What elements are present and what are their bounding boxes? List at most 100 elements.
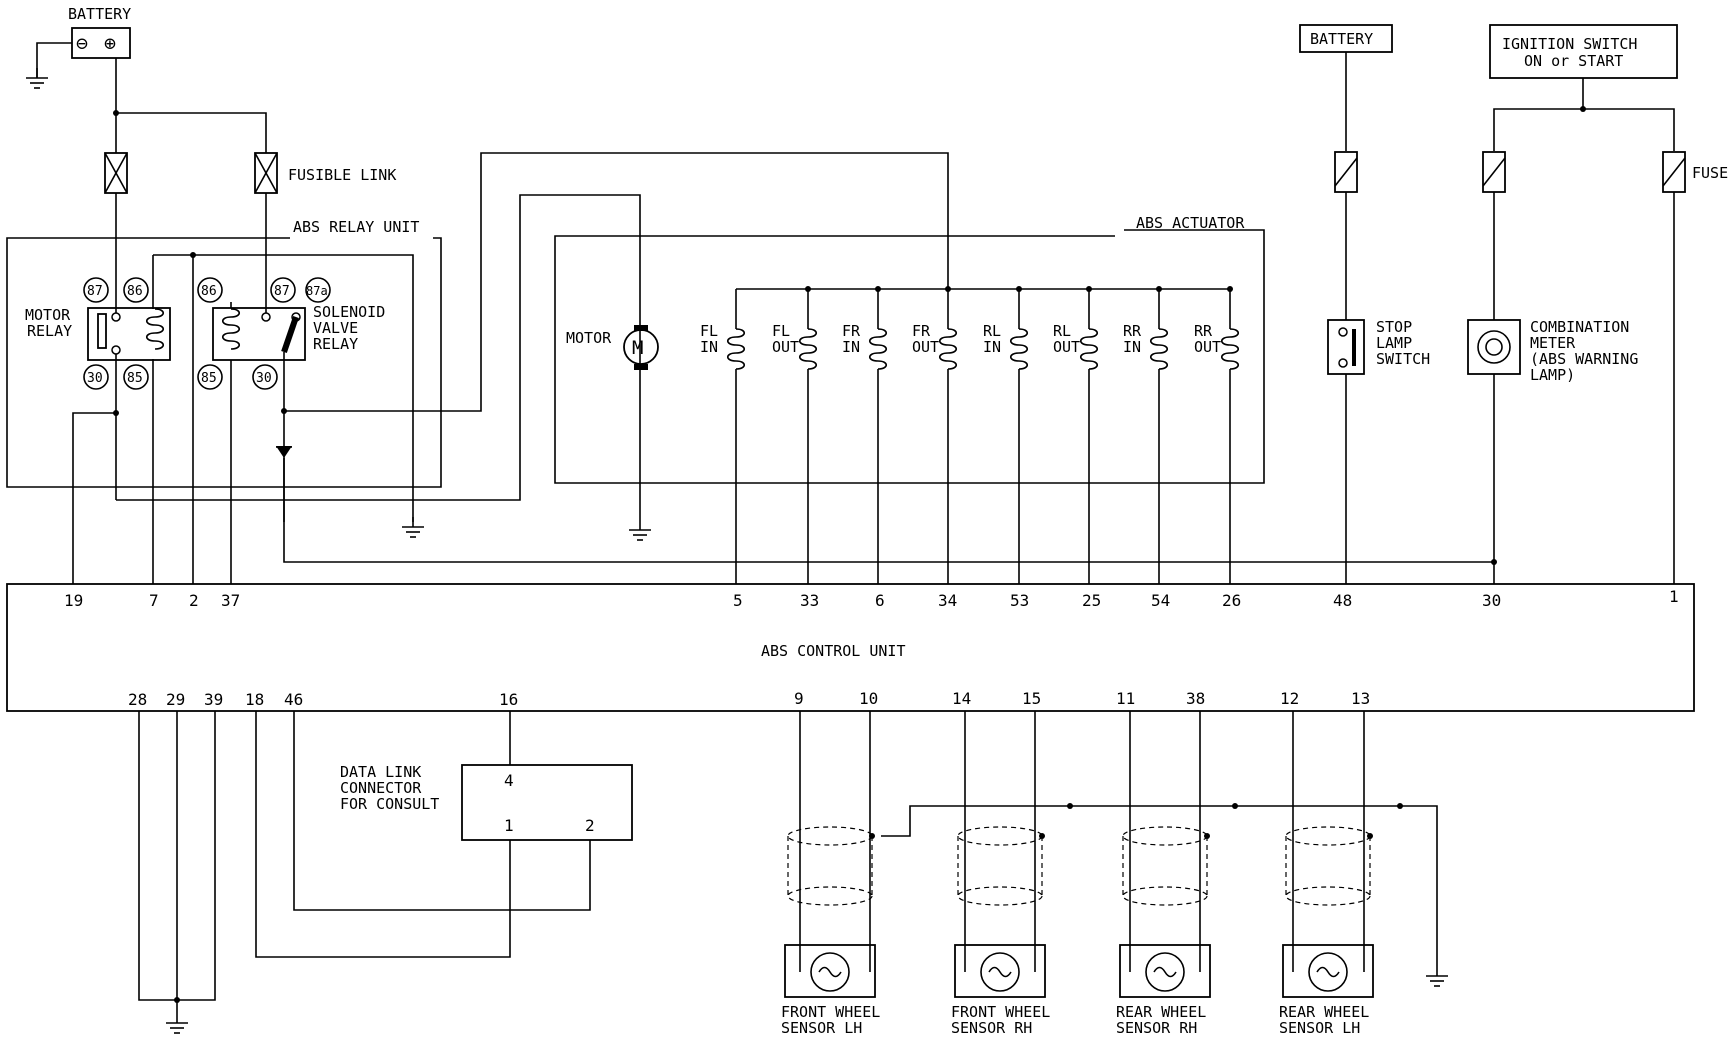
- abs-actuator: ABS ACTUATOR MOTOR M: [554, 214, 1265, 484]
- ecu-pin-18: 18: [245, 690, 264, 709]
- abs-control-unit-label: ABS CONTROL UNIT: [761, 642, 906, 660]
- fusible-link-solenoid-icon: [254, 152, 278, 194]
- ecu-pin-29: 29: [166, 690, 185, 709]
- solenoid-valve-relay: SOLENOID VALVE RELAY 86 87 87a 85 30: [197, 277, 385, 584]
- ecu-pin-13: 13: [1351, 689, 1370, 708]
- abs-relay-unit-label: ABS RELAY UNIT: [293, 218, 419, 236]
- warning-lamp-icon: [1467, 319, 1521, 375]
- combination-meter-label-1: COMBINATION: [1530, 318, 1629, 336]
- ecu-pin-46: 46: [284, 690, 303, 709]
- ignition-label-1: IGNITION SWITCH: [1502, 35, 1637, 53]
- dlc-label-2: CONNECTOR: [340, 779, 422, 797]
- front-wheel-sensor-lh-label-2: SENSOR LH: [781, 1019, 862, 1037]
- solenoid-label: OUT: [1194, 338, 1221, 356]
- dlc-label-1: DATA LINK: [340, 763, 421, 781]
- solenoid-relay-terminal-87a: 87a: [306, 284, 328, 298]
- relay-wiring: [72, 152, 1494, 584]
- battery-right-label: BATTERY: [1310, 30, 1373, 48]
- solenoid-coil-icon: [726, 328, 746, 370]
- data-link-connector: DATA LINK CONNECTOR FOR CONSULT 4 1 2: [255, 711, 633, 958]
- solenoid-label: FL: [700, 322, 718, 340]
- motor-icon: M: [623, 325, 659, 370]
- stop-lamp-label-2: LAMP: [1376, 334, 1412, 352]
- ecu-pin-34: 34: [938, 591, 957, 610]
- dlc-label-3: FOR CONSULT: [340, 795, 439, 813]
- fusible-link-motor-icon: [104, 152, 128, 194]
- solenoid-relay-label-1: SOLENOID: [313, 303, 385, 321]
- motor-label: MOTOR: [566, 329, 612, 347]
- ignition-label-2: ON or START: [1524, 52, 1623, 70]
- ecu-pin-19: 19: [64, 591, 83, 610]
- solenoid-label: FL: [772, 322, 790, 340]
- ecu-pin-53: 53: [1010, 591, 1029, 610]
- combination-meter-fuse-icon: [1482, 151, 1506, 193]
- solenoid-coil-icon: [1149, 328, 1169, 370]
- ground-bundle: [138, 711, 216, 1034]
- stop-lamp-label-1: STOP: [1376, 318, 1412, 336]
- dlc-pin-2: 2: [585, 816, 595, 835]
- motor-symbol: M: [632, 337, 643, 359]
- wheel-sensor-icon: [1119, 944, 1211, 998]
- solenoid-relay-terminal-87: 87: [274, 284, 290, 299]
- ecu-pin-1: 1: [1669, 587, 1679, 606]
- battery-minus-icon: ⊖: [76, 31, 88, 55]
- solenoid-label: IN: [700, 338, 718, 356]
- ecu-pin-12: 12: [1280, 689, 1299, 708]
- ecu-pin-10: 10: [859, 689, 878, 708]
- ecu-pin-11: 11: [1116, 689, 1135, 708]
- solenoid-relay-label-3: RELAY: [313, 335, 358, 353]
- solenoid-label: FR: [842, 322, 861, 340]
- ecu-pin-28: 28: [128, 690, 147, 709]
- solenoid-label: IN: [1123, 338, 1141, 356]
- ecu-pin-14: 14: [952, 689, 971, 708]
- ecu-pin-16: 16: [499, 690, 518, 709]
- ecu-pin-6: 6: [875, 591, 885, 610]
- solenoid-label: OUT: [1053, 338, 1080, 356]
- ecu-pin-9: 9: [794, 689, 804, 708]
- solenoid-label: RR: [1123, 322, 1142, 340]
- solenoid-label: IN: [983, 338, 1001, 356]
- stop-lamp-circuit: BATTERY STOP LAMP SWITCH: [1299, 24, 1430, 584]
- solenoid-label: OUT: [772, 338, 799, 356]
- ecu-pin-2: 2: [189, 591, 199, 610]
- combination-meter-label-3: (ABS WARNING: [1530, 350, 1638, 368]
- ecu-pin-5: 5: [733, 591, 743, 610]
- battery-left-label: BATTERY: [68, 5, 131, 23]
- rear-wheel-sensor-rh-label-2: SENSOR RH: [1116, 1019, 1197, 1037]
- ignition-circuit: IGNITION SWITCH ON or START FUSE COMBINA…: [1467, 24, 1728, 584]
- ecu-pin-39: 39: [204, 690, 223, 709]
- solenoid-label: RL: [983, 322, 1001, 340]
- solenoid-relay-terminal-85: 85: [201, 371, 217, 386]
- solenoid-relay-terminal-30: 30: [256, 371, 272, 386]
- solenoid-coil-icon: [1009, 328, 1029, 370]
- fusible-links: FUSIBLE LINK: [104, 152, 396, 302]
- abs-actuator-label: ABS ACTUATOR: [1136, 214, 1245, 232]
- ecu-pin-30: 30: [1482, 591, 1501, 610]
- solenoid-label: IN: [842, 338, 860, 356]
- stop-lamp-label-3: SWITCH: [1376, 350, 1430, 368]
- solenoid-label: OUT: [912, 338, 939, 356]
- solenoid-relay-label-2: VALVE: [313, 319, 358, 337]
- ecu-fuse-icon: [1662, 151, 1686, 193]
- rear-wheel-sensor-rh-label-1: REAR WHEEL: [1116, 1003, 1206, 1021]
- rear-wheel-sensor-lh-label-1: REAR WHEEL: [1279, 1003, 1369, 1021]
- diode-icon: [276, 446, 292, 458]
- dlc-pin-1: 1: [504, 816, 514, 835]
- motor-relay-terminal-85: 85: [127, 371, 143, 386]
- combination-meter-label-2: METER: [1530, 334, 1576, 352]
- solenoid-coil-icon: [798, 328, 818, 370]
- ecu-pin-48: 48: [1333, 591, 1352, 610]
- motor-relay-terminal-87: 87: [87, 284, 103, 299]
- wheel-sensor-icon: [954, 944, 1046, 998]
- front-wheel-sensor-rh-label-2: SENSOR RH: [951, 1019, 1032, 1037]
- solenoid-coil-icon: [1220, 328, 1240, 370]
- solenoid-label: RR: [1194, 322, 1213, 340]
- front-wheel-sensor-rh-label-1: FRONT WHEEL: [951, 1003, 1050, 1021]
